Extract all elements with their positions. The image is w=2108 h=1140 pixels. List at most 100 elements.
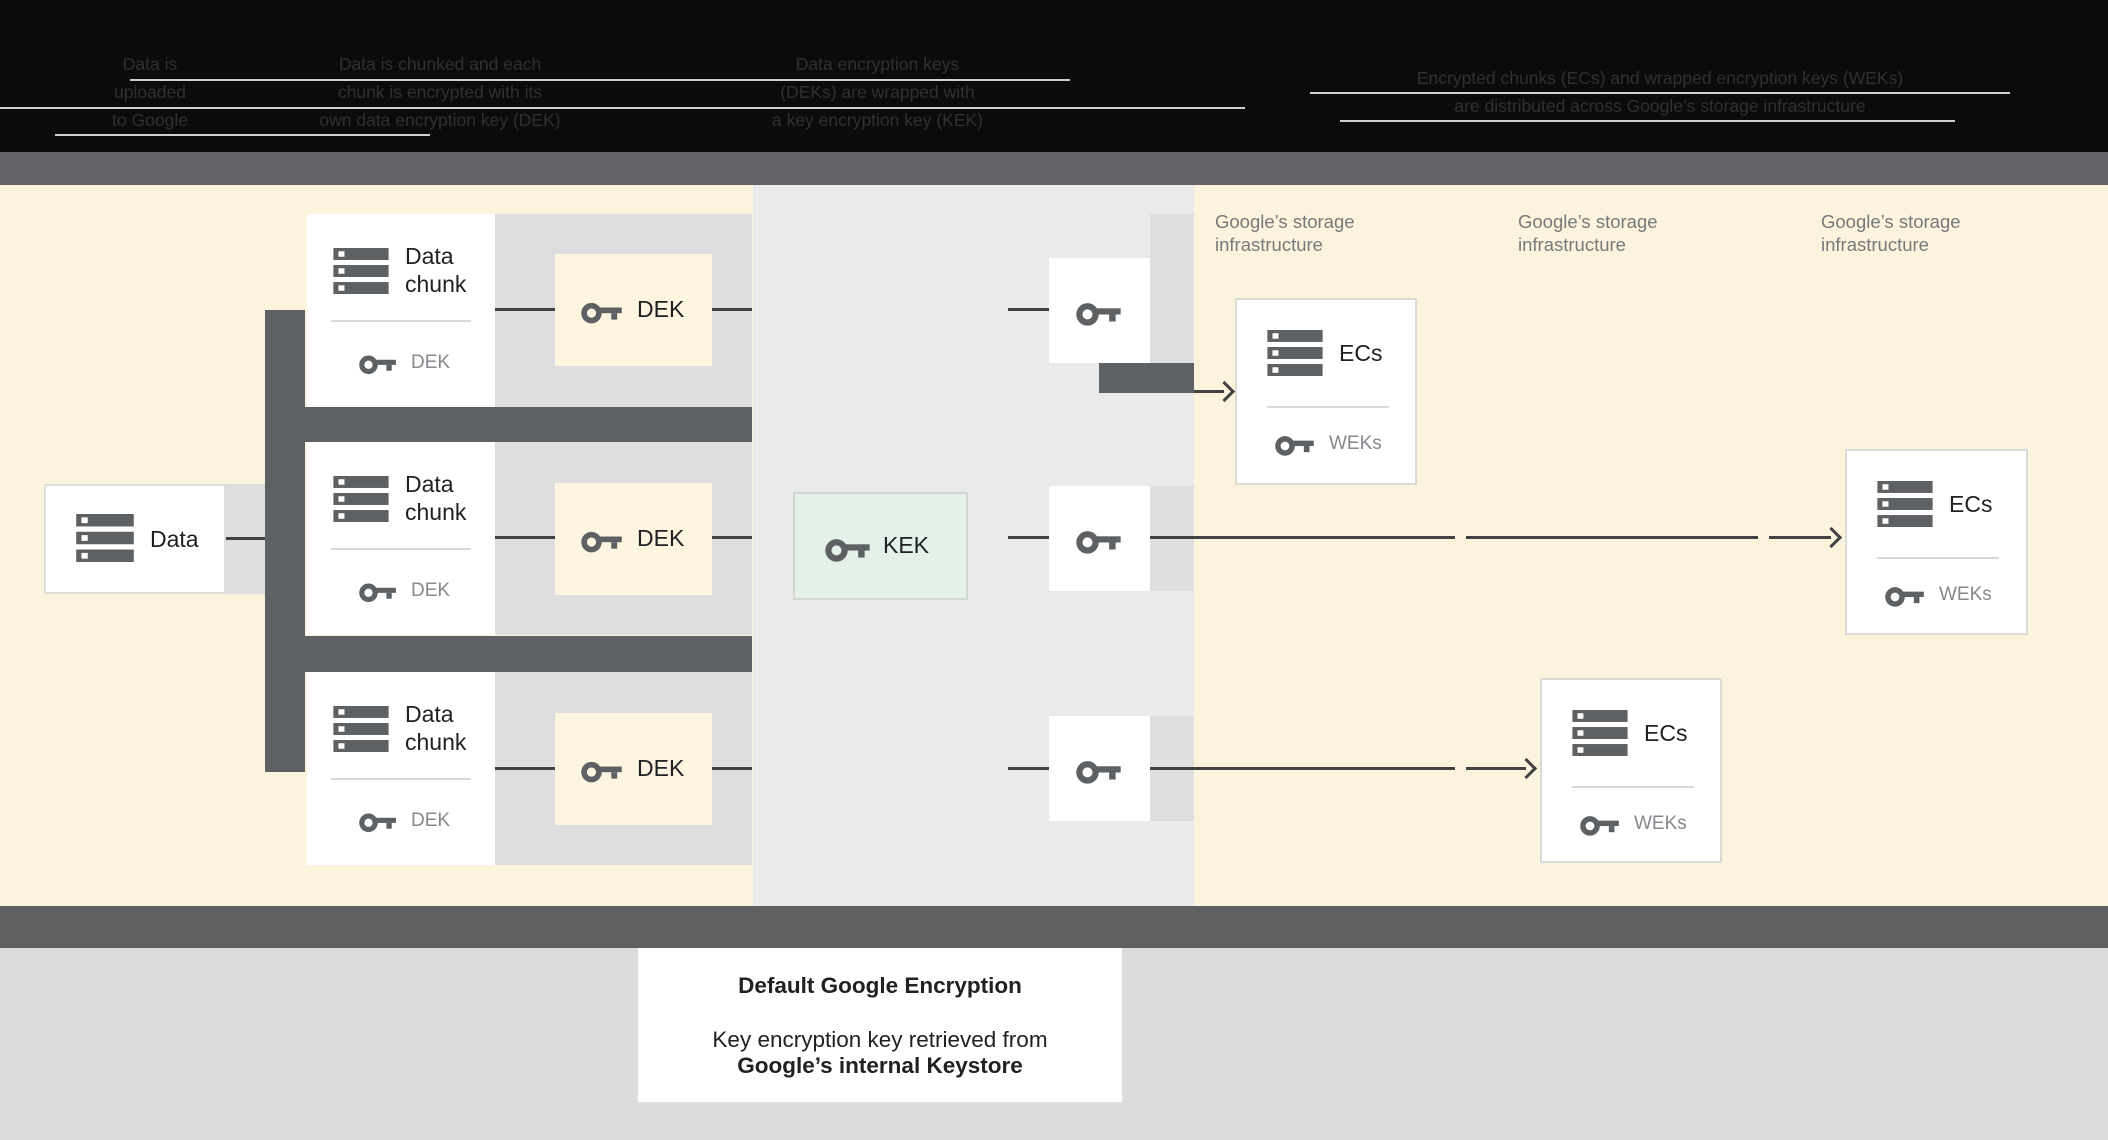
split-branch-bar-2 [265, 636, 752, 672]
wrapped-key-elbow-bar [1099, 363, 1194, 393]
data-chunk-box: Data chunk DEK [307, 672, 495, 865]
chunk-title-line: Data [405, 243, 454, 269]
header-caption-line: Data is chunked and each [338, 54, 542, 74]
key-icon [581, 531, 622, 553]
ecs-wek-label: WEKs [1329, 433, 1382, 454]
dek-box: DEK [555, 483, 712, 595]
header-artifact-line [1310, 92, 2010, 94]
header-caption-line: chunk is encrypted with its [337, 82, 543, 102]
arrow-line [1194, 390, 1224, 393]
ecs-box: ECs WEKs [1845, 449, 2028, 635]
storage-icon [1572, 710, 1628, 756]
header-caption-line: are distributed across Google’s storage … [1454, 96, 1866, 116]
header-artifact-line [1340, 120, 1955, 122]
chunk-title-line: chunk [405, 499, 467, 525]
chunk-dek-label: DEK [411, 580, 451, 601]
infra-label-line: infrastructure [1821, 234, 1929, 255]
header-caption-upload: Data is uploaded to Google [55, 50, 245, 134]
key-icon [1580, 816, 1619, 836]
header-caption-line: uploaded [113, 82, 187, 102]
bottom-dark-band [0, 906, 2108, 948]
chunk-dek-label: DEK [411, 810, 451, 831]
key-icon [581, 761, 622, 783]
ecs-title: ECs [1644, 720, 1688, 746]
ecs-wek-label: WEKs [1939, 584, 1992, 605]
storage-icon [333, 248, 389, 294]
arrow-line [1150, 767, 1455, 770]
infra-label-line: Google’s storage [1518, 211, 1658, 232]
infra-label-line: Google’s storage [1821, 211, 1961, 232]
key-icon [1885, 587, 1924, 607]
box-divider [331, 778, 471, 780]
header-band: Data is uploaded to Google Data is chunk… [0, 0, 2108, 152]
header-artifact-line [0, 107, 1245, 109]
infra-label: Google’s storage infrastructure [1518, 210, 1658, 256]
arrow-line [1150, 536, 1455, 539]
header-caption-line: a key encryption key (KEK) [771, 110, 984, 130]
chunk-dek-label: DEK [411, 352, 451, 373]
caption-title: Default Google Encryption [738, 973, 1022, 998]
ecs-title: ECs [1339, 340, 1383, 366]
header-caption-line: own data encryption key (DEK) [319, 110, 561, 130]
header-caption-distribution: Encrypted chunks (ECs) and wrapped encry… [1280, 64, 2040, 120]
header-caption-line: Encrypted chunks (ECs) and wrapped encry… [1416, 68, 1904, 88]
data-chunk-box: Data chunk DEK [307, 214, 495, 407]
wrapped-key-box [1049, 716, 1150, 821]
dek-box-label: DEK [637, 296, 685, 322]
box-divider [331, 320, 471, 322]
connector-line [712, 536, 752, 539]
storage-icon [1267, 330, 1323, 376]
box-divider [1267, 406, 1389, 408]
connector-line [495, 536, 555, 539]
storage-icon [333, 706, 389, 752]
dek-box-label: DEK [637, 525, 685, 551]
wrapped-key-box [1049, 486, 1150, 591]
storage-icon [76, 514, 134, 562]
caption-box: Default Google Encryption Key encryption… [638, 948, 1122, 1102]
connector-line [495, 767, 555, 770]
connector-line [1008, 536, 1049, 539]
box-divider [1877, 557, 1999, 559]
header-caption-chunking: Data is chunked and each chunk is encryp… [275, 50, 605, 134]
arrow-line [1769, 536, 1831, 539]
data-chunk-box: Data chunk DEK [307, 442, 495, 635]
arrow-line [1466, 536, 1758, 539]
chunk-title-line: Data [405, 701, 454, 727]
connector-line [1008, 308, 1049, 311]
infra-label-line: Google’s storage [1215, 211, 1355, 232]
key-icon [1275, 436, 1314, 456]
ecs-wek-label: WEKs [1634, 813, 1687, 834]
split-trunk-bar [265, 310, 305, 772]
ecs-title: ECs [1949, 491, 1993, 517]
storage-icon [1877, 481, 1933, 527]
kek-box: KEK [793, 492, 968, 600]
kek-box-label: KEK [883, 532, 930, 558]
header-artifact-line [130, 79, 1070, 81]
data-box-label: Data [150, 526, 199, 552]
infra-label: Google’s storage infrastructure [1821, 210, 1961, 256]
key-icon [359, 355, 396, 375]
header-caption-wrapping: Data encryption keys (DEKs) are wrapped … [725, 50, 1030, 134]
infra-label-line: infrastructure [1518, 234, 1626, 255]
caption-text: Key encryption key retrieved from [712, 1027, 1048, 1052]
key-icon [1076, 531, 1121, 554]
data-box: Data [44, 484, 226, 594]
connector-line [712, 767, 752, 770]
caption-text-bold: Google’s internal Keystore [737, 1053, 1023, 1078]
chunk-title-line: chunk [405, 271, 467, 297]
wrapped-key-box [1049, 258, 1150, 363]
header-caption-line: Data encryption keys [795, 54, 960, 74]
key-icon [581, 302, 622, 324]
header-caption-line: to Google [112, 110, 188, 130]
key-icon [1076, 761, 1121, 784]
connector-line [495, 308, 555, 311]
header-caption-line: Data is [122, 54, 178, 74]
gray-divider-strip [0, 152, 2108, 185]
box-divider [331, 548, 471, 550]
dek-box: DEK [555, 254, 712, 366]
dek-box-label: DEK [637, 755, 685, 781]
storage-icon [333, 476, 389, 522]
dek-box: DEK [555, 713, 712, 825]
header-caption-line: (DEKs) are wrapped with [780, 82, 975, 102]
